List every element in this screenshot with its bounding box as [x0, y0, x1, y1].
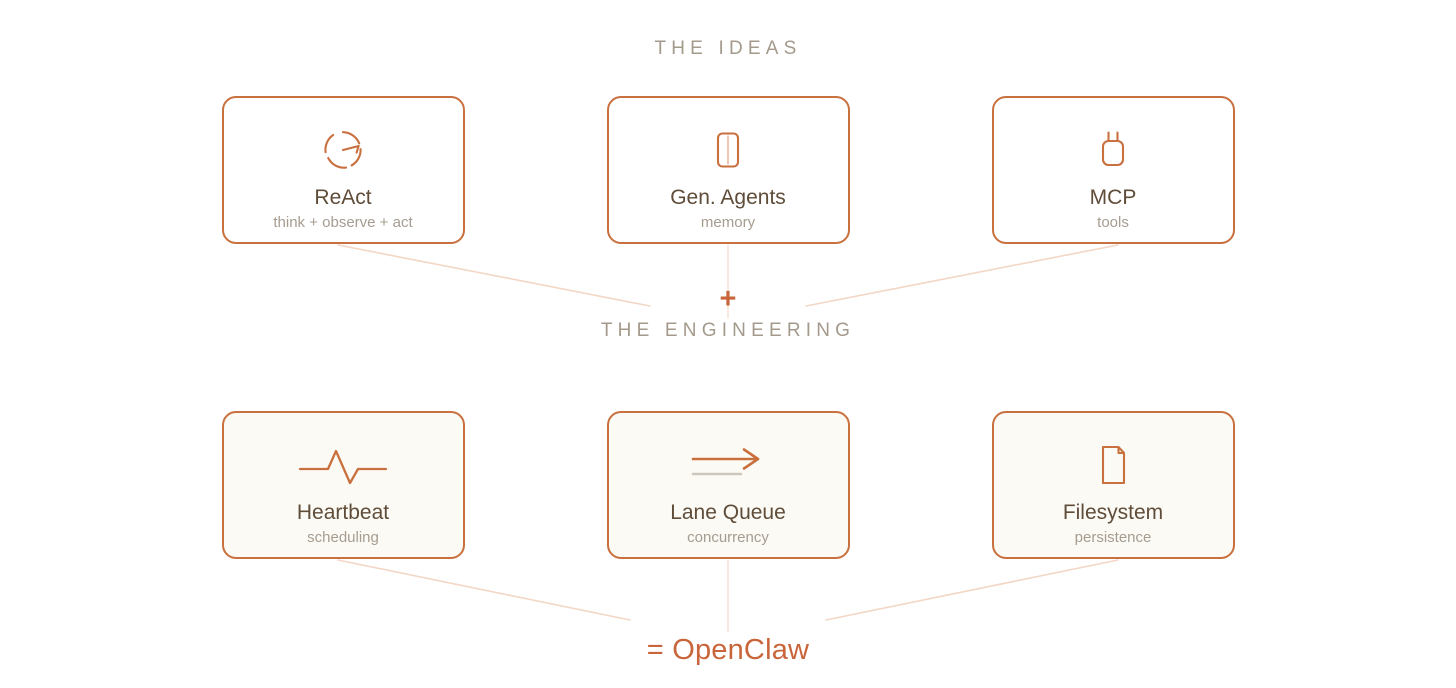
card-heartbeat[interactable]: Heartbeat scheduling: [221, 411, 465, 559]
card-lane-queue[interactable]: Lane Queue concurrency: [606, 411, 850, 559]
connector-heartbeat-to-result: [337, 559, 631, 621]
card-subtitle: persistence: [1074, 529, 1152, 547]
card-title: MCP: [1089, 186, 1137, 209]
ideas-card-row: ReAct think + observe + act Gen. Agents …: [0, 96, 1456, 244]
card-react[interactable]: ReAct think + observe + act: [221, 96, 465, 244]
card-subtitle: think + observe + act: [273, 214, 413, 232]
section-heading-engineering: THE ENGINEERING: [600, 320, 856, 341]
section-heading-ideas: THE IDEAS: [654, 38, 802, 59]
cycle-loop-icon: [320, 122, 366, 178]
card-title: Gen. Agents: [670, 186, 786, 209]
document-icon: [1090, 437, 1136, 493]
memory-card-icon: [705, 122, 751, 178]
engineering-card-row: Heartbeat scheduling Lane Queue concurre…: [0, 411, 1456, 559]
plus-operator: +: [719, 283, 737, 315]
card-mcp[interactable]: MCP tools: [991, 96, 1235, 244]
card-subtitle: tools: [1097, 214, 1129, 232]
heartbeat-icon: [295, 437, 391, 493]
card-title: ReAct: [314, 186, 372, 209]
card-title: Heartbeat: [296, 501, 390, 524]
card-filesystem[interactable]: Filesystem persistence: [991, 411, 1235, 559]
connector-filesystem-to-result: [825, 559, 1119, 621]
card-subtitle: concurrency: [687, 529, 769, 547]
card-title: Lane Queue: [670, 501, 786, 524]
card-subtitle: scheduling: [307, 529, 379, 547]
arrow-lanes-icon: [688, 437, 768, 493]
result-label: = OpenClaw: [646, 634, 810, 666]
card-subtitle: memory: [700, 214, 756, 232]
plug-icon: [1090, 122, 1136, 178]
card-title: Filesystem: [1062, 501, 1164, 524]
card-gen-agents[interactable]: Gen. Agents memory: [606, 96, 850, 244]
